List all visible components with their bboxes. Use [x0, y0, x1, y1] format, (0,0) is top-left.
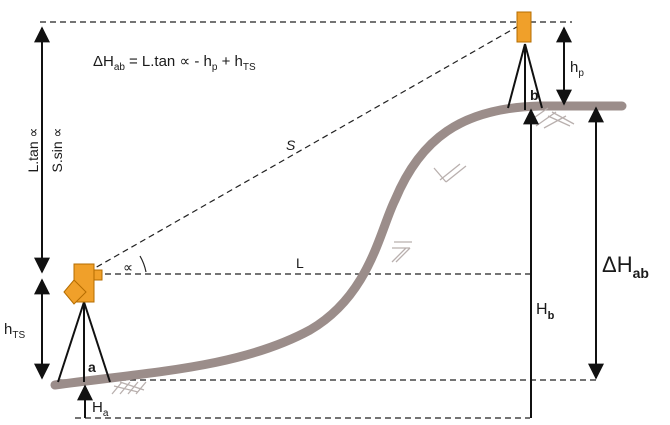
- terrain-profile: [50, 101, 627, 390]
- label-point-b: b: [530, 87, 539, 103]
- label-delta-hab: ΔHab: [602, 252, 649, 281]
- label-alpha: ∝: [123, 259, 133, 275]
- prism-target-icon: [507, 11, 543, 110]
- label-s: S: [286, 137, 296, 153]
- total-station-icon: [57, 263, 111, 383]
- label-s-sin-alpha: S.sin ∝: [49, 127, 65, 172]
- label-l-tan-alpha: L.tan ∝: [25, 127, 41, 172]
- label-l: L: [296, 255, 304, 271]
- ground-hatching: [111, 107, 575, 395]
- label-ha: Ha: [92, 399, 109, 419]
- label-hts: hTS: [4, 321, 25, 341]
- label-point-a: a: [88, 359, 96, 375]
- label-hp: hp: [570, 59, 584, 79]
- formula: ΔHab= L.tan ∝ - hp + hTS: [93, 53, 256, 73]
- angle-arc: [139, 255, 147, 273]
- label-hb: Hb: [536, 301, 555, 322]
- slope-distance-line-s: [87, 23, 523, 273]
